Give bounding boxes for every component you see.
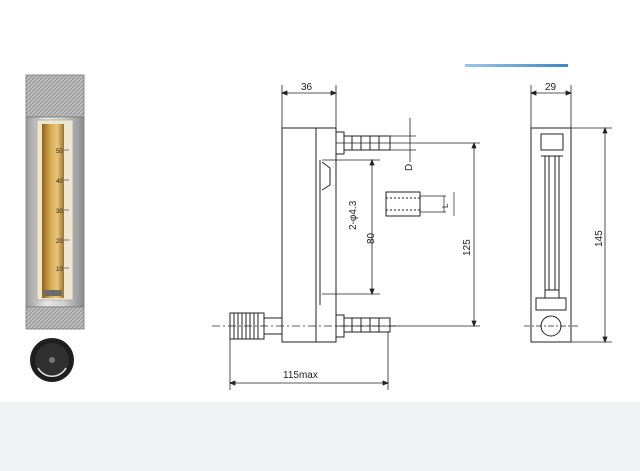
scale-tick-label: 40: [56, 179, 63, 185]
dimension-port: D: [404, 164, 415, 171]
thread-detail: [385, 191, 455, 217]
side-view: [212, 127, 400, 343]
dimension-width-side: 36: [301, 82, 313, 93]
dimension-hole-spacing: 80: [366, 232, 377, 244]
dimension-overall-height: 145: [594, 230, 605, 247]
dimension-width-front: 29: [545, 82, 557, 93]
scale-tick-label: 50: [56, 149, 63, 155]
valve-knob-icon: [30, 338, 74, 382]
glass-tube: [42, 124, 64, 298]
dimension-body-height: 125: [462, 239, 473, 256]
bottom-band: [0, 402, 640, 471]
front-view: [524, 127, 578, 343]
accent-bar: [465, 64, 568, 67]
scale-tick-label: 10: [56, 267, 63, 273]
scale-tick-label: 20: [56, 239, 63, 245]
scale-ticks: 50 40 30 20 10: [56, 149, 69, 273]
scale-tick-label: 30: [56, 209, 63, 215]
side-dimensions: [228, 85, 480, 390]
front-dimensions: [529, 85, 612, 344]
flowmeter-photo: 50 40 30 20 10: [25, 74, 85, 382]
dimension-max-length: 115max: [283, 370, 318, 381]
dimension-mount-holes: 2-φ4.3: [348, 200, 359, 230]
dimension-thread: L: [441, 203, 450, 208]
